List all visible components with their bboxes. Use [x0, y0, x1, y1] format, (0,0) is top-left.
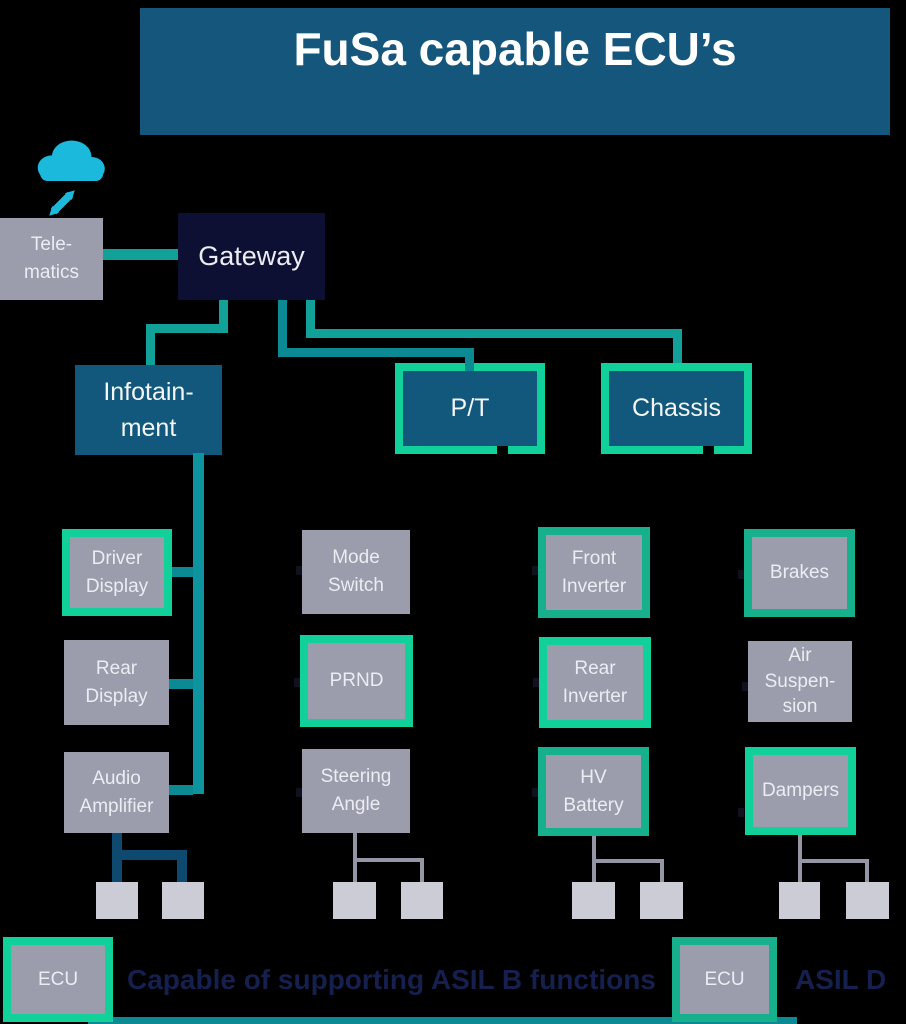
bottom-strip [88, 1017, 797, 1024]
connector-driver-display-stub [172, 567, 193, 577]
device-hv-battery: HV Battery [538, 747, 649, 836]
audio-amplifier-label: Audio Amplifier [79, 767, 154, 817]
ecu-node [162, 882, 204, 919]
legend-label-asil-b: Capable of supporting ASIL B functions [127, 963, 656, 995]
driver-display-label: Driver Display [85, 547, 149, 597]
device-front-inverter: Front Inverter [538, 527, 650, 618]
legend-label-asil-d: ASIL D [795, 963, 887, 995]
dampers-label: Dampers [761, 780, 840, 802]
connector-hv-ecu-h [592, 859, 664, 863]
connector-infotainment-trunk [193, 453, 204, 794]
chassis-label: Chassis [632, 394, 721, 423]
brakes-label: Brakes [769, 562, 830, 584]
hv-battery-label: HV Battery [563, 766, 624, 816]
prnd-port-tick [294, 678, 300, 687]
steering-angle-label: Steering Angle [320, 766, 392, 815]
front-inverter-port-tick [532, 566, 538, 575]
connector-gateway-chassis-h [306, 329, 682, 338]
node-pt: P/T [395, 363, 545, 454]
gateway-label: Gateway [198, 240, 305, 271]
page-title: FuSa capable ECU’s [293, 23, 737, 75]
connector-steering-ecu-h [353, 858, 424, 862]
rear-inverter-label: Rear Inverter [562, 657, 628, 707]
legend-ecu-asil-b: ECU [3, 937, 113, 1022]
device-driver-display: Driver Display [62, 529, 172, 616]
node-chassis: Chassis [601, 363, 752, 454]
connector-rear-display-stub [169, 679, 193, 689]
ecu-node [401, 882, 443, 919]
infotainment-label: Infotain- ment [103, 377, 194, 442]
connector-gateway-pt-v1 [278, 300, 287, 357]
connector-telematics-gateway [103, 249, 178, 260]
pt-border-notch [497, 446, 508, 454]
ecu-node [96, 882, 138, 919]
connector-gateway-infotainment-v2 [146, 324, 155, 365]
air-suspension-label: Air Suspen- sion [764, 645, 836, 718]
brakes-port-tick [738, 570, 744, 579]
connector-dampers-ecu-v2 [865, 859, 869, 882]
rear-inverter-port-tick [533, 678, 539, 687]
ecu-node [333, 882, 376, 919]
device-audio-amplifier: Audio Amplifier [64, 752, 169, 833]
ecu-node [572, 882, 615, 919]
node-gateway: Gateway [178, 213, 325, 300]
connector-gateway-chassis-v2 [673, 329, 682, 365]
connector-audio-amplifier-stub [169, 785, 193, 795]
ecu-node [640, 882, 683, 919]
legend-ecu-d-label: ECU [704, 968, 745, 990]
connector-hv-ecu-v2 [660, 859, 664, 882]
mode-switch-label: Mode Switch [328, 547, 384, 596]
node-telematics: Tele- matics [0, 218, 103, 300]
dampers-port-tick [738, 808, 744, 817]
connector-dampers-ecu-v1 [798, 835, 802, 882]
device-steering-angle: Steering Angle [302, 749, 410, 833]
front-inverter-label: Front Inverter [561, 547, 627, 597]
legend-ecu-asil-d: ECU [672, 937, 777, 1022]
connector-gateway-infotainment-h [146, 324, 228, 333]
connector-audio-ecu-h [112, 850, 187, 860]
mode-switch-port-tick [296, 566, 302, 575]
connector-steering-ecu-v2 [420, 858, 424, 882]
cloud-icon [37, 140, 105, 182]
connector-gateway-pt-h [278, 348, 474, 357]
pt-label: P/T [450, 394, 490, 423]
device-rear-inverter: Rear Inverter [539, 637, 651, 728]
rear-display-label: Rear Display [85, 657, 148, 707]
connector-audio-ecu-v2 [177, 850, 187, 882]
device-air-suspension: Air Suspen- sion [748, 641, 852, 722]
ecu-node [846, 882, 889, 919]
air-suspension-port-tick [742, 682, 748, 691]
ecu-node [779, 882, 820, 919]
device-prnd: PRND [300, 635, 413, 727]
device-rear-display: Rear Display [64, 640, 169, 725]
device-mode-switch: Mode Switch [302, 530, 410, 614]
node-infotainment: Infotain- ment [75, 365, 222, 455]
legend-ecu-b-label: ECU [37, 968, 79, 990]
steering-angle-port-tick [296, 788, 302, 797]
connector-gateway-infotainment-v1 [219, 300, 228, 333]
connector-gateway-pt-v2 [465, 348, 474, 371]
title-bar: FuSa capable ECU’s [140, 8, 890, 135]
sync-arrow-icon [49, 190, 75, 216]
connector-steering-ecu-v1 [353, 833, 357, 882]
device-brakes: Brakes [744, 529, 855, 617]
prnd-label: PRND [329, 670, 384, 692]
telematics-label: Tele- matics [24, 234, 79, 283]
connector-dampers-ecu-h [798, 859, 869, 863]
chassis-border-notch [703, 446, 714, 454]
hv-battery-port-tick [532, 788, 538, 797]
device-dampers: Dampers [745, 747, 856, 835]
connector-gateway-chassis-v1 [306, 300, 315, 338]
